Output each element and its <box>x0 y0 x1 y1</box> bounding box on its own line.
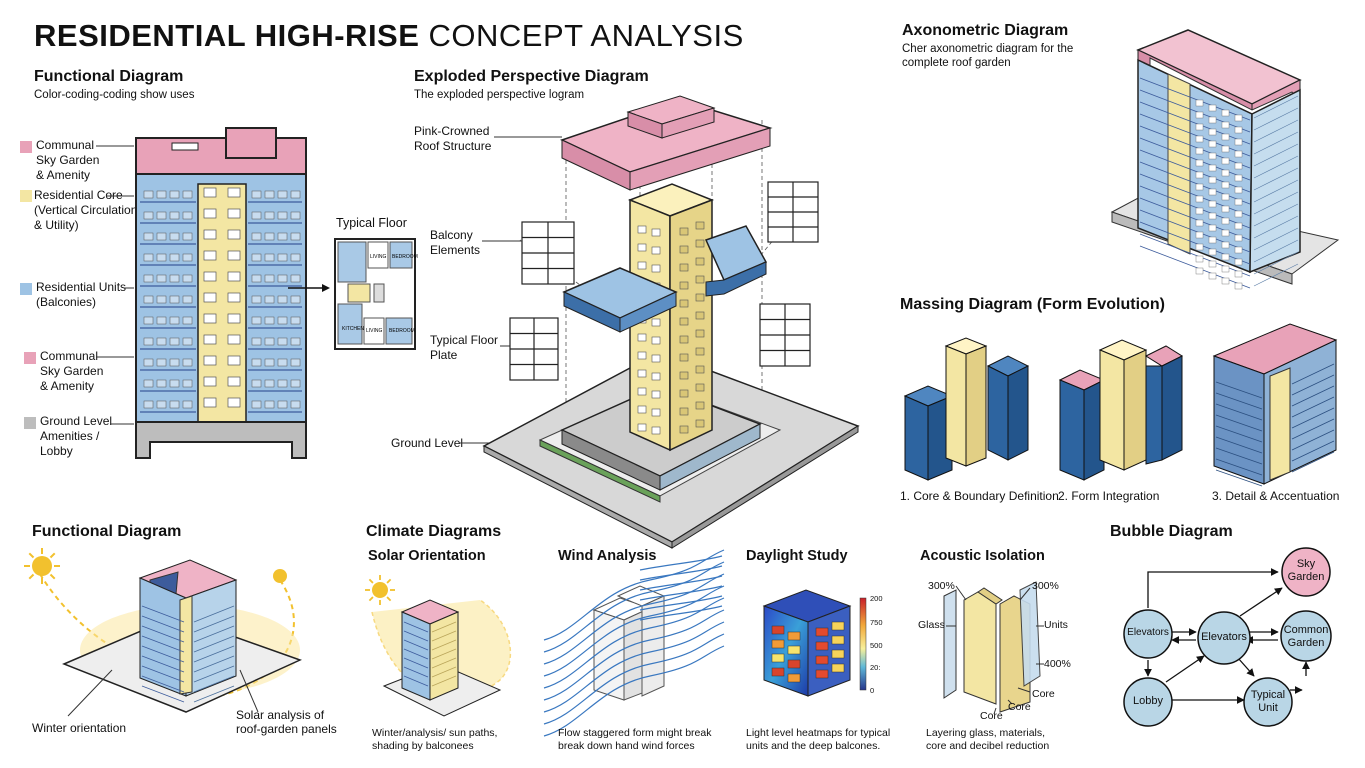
solar-orientation-caption: Winter/analysis/ sun paths, shading by b… <box>372 727 498 752</box>
wind-analysis-title: Wind Analysis <box>558 548 657 564</box>
plan-room-1: LIVING <box>370 254 387 260</box>
legend-sky-garden-bottom: Communal Sky Garden & Amenity <box>40 349 104 393</box>
functional-bottom-title: Functional Diagram <box>32 523 182 540</box>
massing-step-3: 3. Detail & Accentuation <box>1212 489 1340 503</box>
daylight-scale-2: 750 <box>870 618 883 627</box>
legend-swatch-ground <box>24 417 36 429</box>
daylight-study-title: Daylight Study <box>746 548 848 564</box>
page-title: RESIDENTIAL HIGH-RISE CONCEPT ANALYSIS <box>34 18 744 53</box>
bubble-diagram-title: Bubble Diagram <box>1110 523 1233 540</box>
acoustic-label-core-3: Core <box>980 710 1003 722</box>
acoustic-label-glass: Glass <box>918 619 945 631</box>
bubble-elevators-left: Elevators <box>1127 627 1169 638</box>
label-roof-structure: Pink-Crowned Roof Structure <box>414 124 492 153</box>
daylight-scale-4: 20: <box>870 663 881 672</box>
winter-orientation-label: Winter orientation <box>32 721 127 735</box>
functional-diagram-subtitle: Color-coding-coding show uses <box>34 89 195 101</box>
axonometric-title: Axonometric Diagram <box>902 22 1069 39</box>
wind-analysis-caption: Flow staggered form might break break do… <box>558 727 712 752</box>
legend-ground-level: Ground Level Amenities / Lobby <box>40 414 113 458</box>
legend-swatch-sky-garden-2 <box>24 352 36 364</box>
label-balcony-elements: Balcony Elements <box>430 228 481 257</box>
acoustic-label-right-pct: 300% <box>1032 580 1059 592</box>
exploded-title: Exploded Perspective Diagram <box>414 68 649 85</box>
climate-title: Climate Diagrams <box>366 523 502 540</box>
daylight-study-caption: Light level heatmaps for typical units a… <box>746 727 891 752</box>
acoustic-label-core-2: Core <box>1008 701 1031 713</box>
bubble-common-garden: Common Garden <box>1283 624 1329 649</box>
massing-step-1: 1. Core & Boundary Definition <box>900 489 1059 503</box>
functional-diagram-title: Functional Diagram <box>34 68 184 85</box>
legend-swatch-units <box>20 283 32 295</box>
acoustic-isolation-caption: Layering glass, materials, core and deci… <box>926 727 1050 752</box>
legend-swatch-core <box>20 190 32 202</box>
exploded-subtitle: The exploded perspective logram <box>414 89 585 101</box>
acoustic-label-400: 400% <box>1044 658 1071 670</box>
daylight-scale-3: 500 <box>870 641 883 650</box>
daylight-scale-1: 200 <box>870 594 883 603</box>
label-ground-level: Ground Level <box>391 436 464 450</box>
bubble-sky-garden: Sky Garden <box>1287 558 1325 583</box>
massing-title: Massing Diagram (Form Evolution) <box>900 296 1165 313</box>
bubble-lobby: Lobby <box>1133 695 1163 707</box>
solar-analysis-label: Solar analysis of roof-garden panels <box>236 708 337 736</box>
bubble-typical-unit: Typical Unit <box>1250 689 1286 714</box>
legend-sky-garden-top: Communal Sky Garden & Amenity <box>36 138 100 182</box>
acoustic-isolation-title: Acoustic Isolation <box>920 548 1045 564</box>
legend-residential-units: Residential Units (Balconies) <box>36 280 127 309</box>
axonometric-subtitle: Cher axonometric diagram for the complet… <box>902 43 1074 69</box>
plan-room-5: BEDROOM <box>389 328 415 334</box>
legend-residential-core: Residential Core (Vertical Circulation &… <box>34 188 138 232</box>
solar-orientation-title: Solar Orientation <box>368 548 486 564</box>
plan-room-2: BEDROOM <box>392 254 418 260</box>
bubble-elevators-mid: Elevators <box>1201 631 1247 643</box>
typical-floor-plan: LIVING BEDROOM KITCHEN LIVING BEDROOM <box>334 238 418 350</box>
plan-room-4: LIVING <box>366 328 383 334</box>
massing-step-2: 2. Form Integration <box>1058 489 1160 503</box>
legend-swatch-sky-garden <box>20 141 32 153</box>
acoustic-label-left-pct: 300% <box>928 580 955 592</box>
acoustic-label-units: Units <box>1044 619 1068 631</box>
typical-floor-title: Typical Floor <box>336 216 407 230</box>
plan-room-3: KITCHEN <box>342 326 364 332</box>
daylight-scale-5: 0 <box>870 686 875 695</box>
acoustic-label-core-1: Core <box>1032 688 1055 700</box>
label-floor-plate: Typical Floor Plate <box>430 333 499 362</box>
